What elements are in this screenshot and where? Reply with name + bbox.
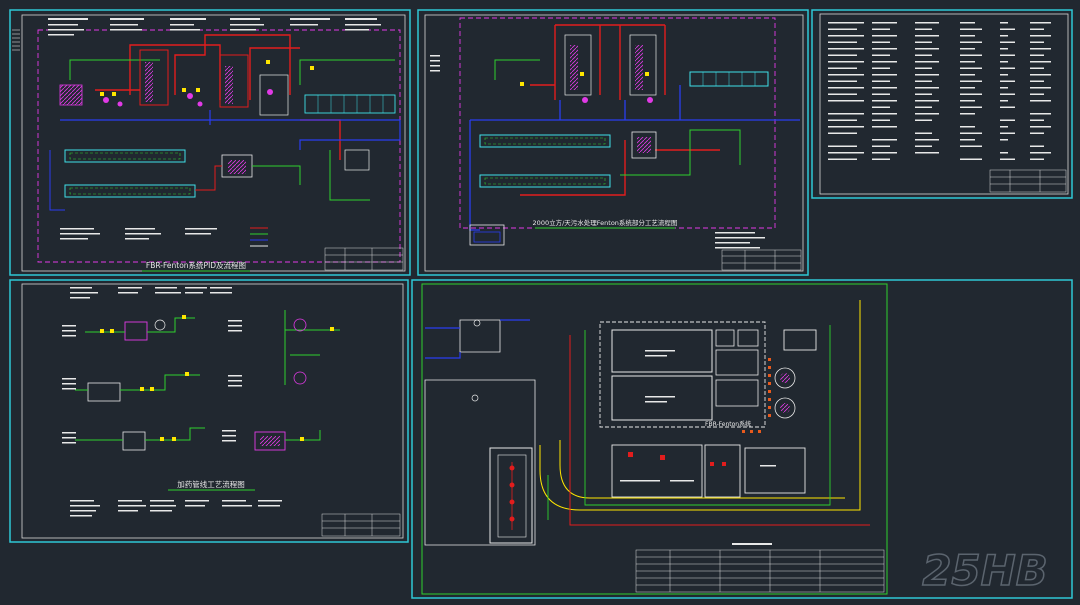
process-notes [430,55,765,249]
layout-pump-station [489,447,533,544]
dosing-stations [62,310,340,451]
watermark: 25HB [921,545,1048,596]
process-title: 2000立方/天污水处理Fenton系统部分工艺流程图 [533,218,678,227]
pid-bottom-notes [60,228,217,240]
process-reactors [520,34,657,103]
layout-road [539,300,861,511]
pid-legend [250,227,268,247]
dosing-title-block [321,513,401,537]
pid-title: FBR-Fenton系统PID及流程图 [146,260,246,270]
sheet-equipment-list[interactable] [811,9,1073,199]
equipment-list-rows [828,22,1051,160]
dosing-bottom-notes [70,500,282,517]
process-red-lines [520,24,720,196]
process-fbr-tanks [469,131,657,246]
process-filter-units [689,71,769,87]
process-green-lines [494,59,741,176]
process-title-block [721,249,802,271]
layout-system-label: FBR-Fenton系统 [705,420,751,428]
layout-title-block [635,549,885,593]
sheet-pid[interactable]: FBR-Fenton系统PID及流程图 [9,9,411,276]
equipment-title-block [989,169,1067,193]
sheet-dosing[interactable]: 加药管线工艺流程图 [9,279,409,543]
pid-fbr-tanks [49,149,370,211]
watermark-logo: 25HB [922,546,1048,595]
layout-blue-lines [425,319,530,359]
sheet-layout[interactable]: FBR-Fenton系统 [411,279,1073,599]
layout-buildings [599,321,817,498]
pid-red-lines [95,34,341,160]
dosing-title: 加药管线工艺流程图 [177,479,245,489]
pid-title-block [324,247,404,271]
layout-green-lines [547,325,831,520]
pid-blue-lines [60,110,401,150]
process-blue-lines [469,85,800,231]
pid-green-lines [69,59,395,201]
dosing-header-notes [70,287,232,299]
pid-equipment [59,49,396,116]
binding-strip [12,29,20,51]
sheet-process[interactable]: 2000立方/天污水处理Fenton系统部分工艺流程图 [417,9,809,276]
pid-header-notes [48,18,381,36]
